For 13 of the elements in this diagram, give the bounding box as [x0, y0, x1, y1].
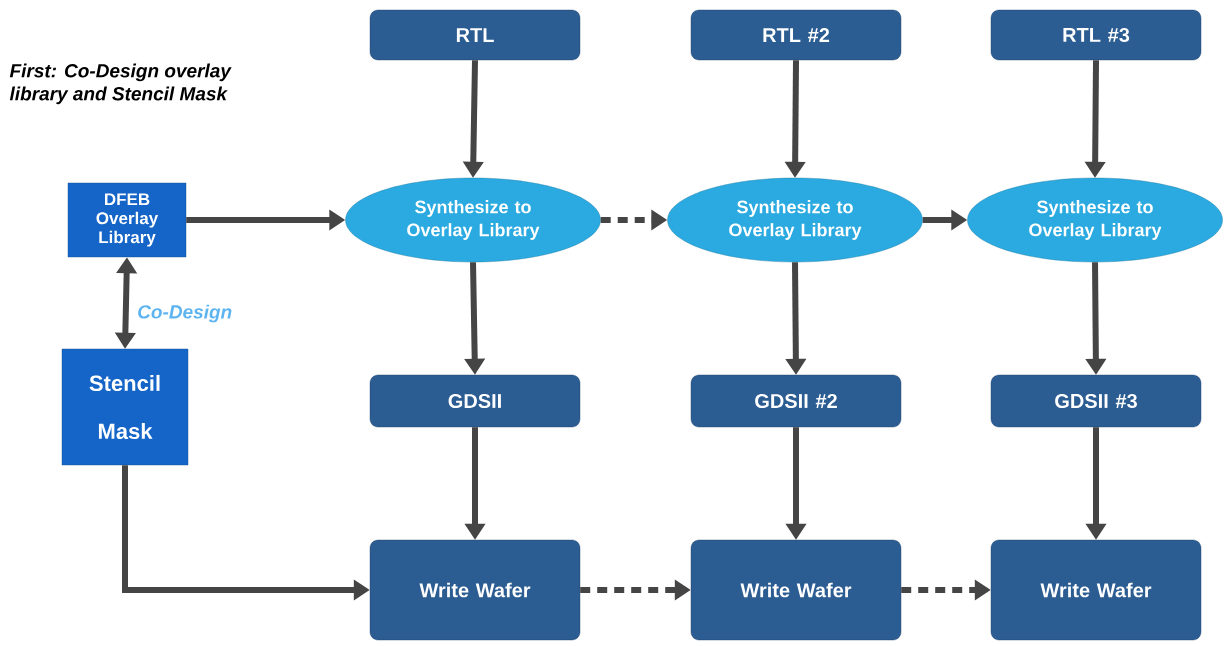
process-box: Write Wafer — [369, 539, 581, 641]
process-box: RTL #3 — [990, 9, 1202, 61]
process-box: GDSII #3 — [990, 374, 1202, 428]
library-box: DFEB Overlay Library — [67, 182, 187, 258]
process-box: RTL #2 — [690, 9, 902, 61]
process-box: Write Wafer — [690, 539, 902, 641]
library-box: Stencil Mask — [61, 348, 189, 466]
process-box: GDSII — [369, 374, 581, 428]
note-text: First: Co-Design overlay library and Stencil Mask — [9, 63, 232, 105]
process-box: GDSII #2 — [690, 374, 902, 428]
process-box: RTL — [369, 9, 581, 61]
process-box: Write Wafer — [990, 539, 1202, 641]
edge-label: Co-Design — [136, 303, 234, 324]
